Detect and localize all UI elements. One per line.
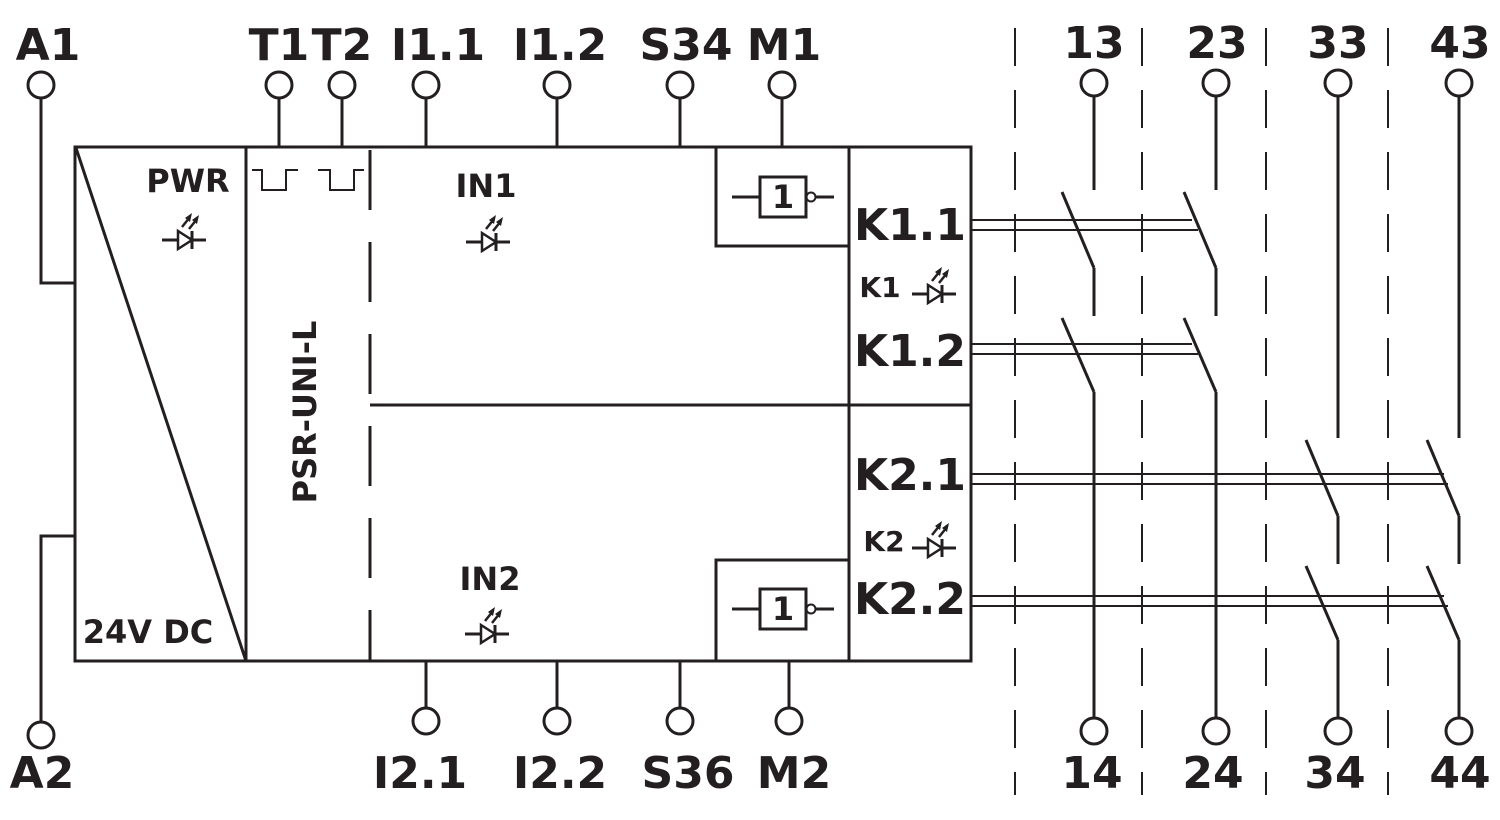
contact-43-44	[1425, 96, 1461, 718]
supply-voltage-label: 24V DC	[83, 613, 213, 651]
gate-bottom-label: 1	[772, 590, 794, 628]
terminal-s34	[665, 70, 695, 100]
terminal-33	[1323, 68, 1353, 98]
relay-label-k1: K1	[859, 271, 900, 304]
relay-label-k1-2: K1.2	[854, 326, 966, 377]
relay-label-k1-1: K1.1	[854, 200, 966, 251]
terminal-m1	[767, 70, 797, 100]
terminal-label-43: 43	[1429, 18, 1490, 69]
terminal-a1	[26, 70, 56, 100]
in1-led-icon	[464, 213, 512, 253]
relay-label-k2: K2	[863, 525, 904, 558]
pwr-label: PWR	[146, 162, 229, 200]
terminal-34	[1323, 716, 1353, 746]
terminal-i1-1	[411, 70, 441, 100]
contact-23-24	[1182, 96, 1218, 718]
wire-a1	[39, 98, 75, 285]
terminal-label-t1: T1	[249, 20, 310, 71]
pwr-led-icon	[160, 211, 208, 251]
relay-label-k2-2: K2.2	[854, 574, 966, 625]
relay-label-k2-1: K2.1	[854, 450, 966, 501]
terminal-t1	[264, 70, 294, 100]
pulse-icon	[252, 169, 298, 191]
in1-label: IN1	[456, 167, 517, 205]
terminal-label-23: 23	[1186, 18, 1247, 69]
terminal-a2	[26, 720, 56, 750]
linkage-k2-2	[971, 595, 1448, 607]
linkage-k2-1	[971, 473, 1448, 485]
terminal-44	[1444, 716, 1474, 746]
terminal-i2-1	[411, 706, 441, 736]
terminal-label-i2-2: I2.2	[513, 748, 607, 799]
terminal-label-i1-2: I1.2	[513, 20, 607, 71]
contact-13-14	[1060, 96, 1096, 718]
terminal-43	[1444, 68, 1474, 98]
gate-box-bottom	[714, 558, 849, 661]
terminal-i1-2	[542, 70, 572, 100]
device-name-label: PSR-UNI-L	[286, 321, 324, 504]
terminal-i2-2	[542, 706, 572, 736]
linkage-k1-2	[971, 343, 1198, 355]
linkage-k1-1	[971, 219, 1198, 231]
supply-diagonal	[74, 147, 248, 662]
wire-a2	[39, 534, 75, 722]
terminal-label-a1: A1	[16, 20, 81, 71]
in2-led-icon	[463, 605, 511, 645]
terminal-m2	[774, 706, 804, 736]
terminal-label-t2: T2	[312, 20, 373, 71]
contact-33-34	[1304, 96, 1340, 718]
terminal-label-33: 33	[1307, 18, 1368, 69]
terminal-label-m1: M1	[747, 20, 821, 71]
terminal-label-a2: A2	[10, 748, 75, 799]
gate-top-label: 1	[772, 178, 794, 216]
terminal-s36	[665, 706, 695, 736]
gate-box-top	[714, 147, 849, 248]
terminal-label-14: 14	[1061, 748, 1122, 799]
terminal-label-s36: S36	[642, 748, 735, 799]
in2-label: IN2	[460, 560, 521, 598]
terminal-24	[1201, 716, 1231, 746]
k1-led-icon	[910, 265, 958, 305]
terminal-label-44: 44	[1429, 748, 1490, 799]
terminal-14	[1079, 716, 1109, 746]
terminal-13	[1079, 68, 1109, 98]
terminal-23	[1201, 68, 1231, 98]
terminal-label-m2: M2	[757, 748, 831, 799]
terminal-t2	[327, 70, 357, 100]
pulse-icon	[318, 169, 364, 191]
terminal-label-34: 34	[1304, 748, 1365, 799]
terminal-label-s34: S34	[640, 20, 733, 71]
terminal-label-i2-1: I2.1	[373, 748, 467, 799]
terminal-label-i1-1: I1.1	[391, 20, 485, 71]
terminal-label-24: 24	[1182, 748, 1243, 799]
terminal-label-13: 13	[1063, 18, 1124, 69]
k2-led-icon	[910, 519, 958, 559]
